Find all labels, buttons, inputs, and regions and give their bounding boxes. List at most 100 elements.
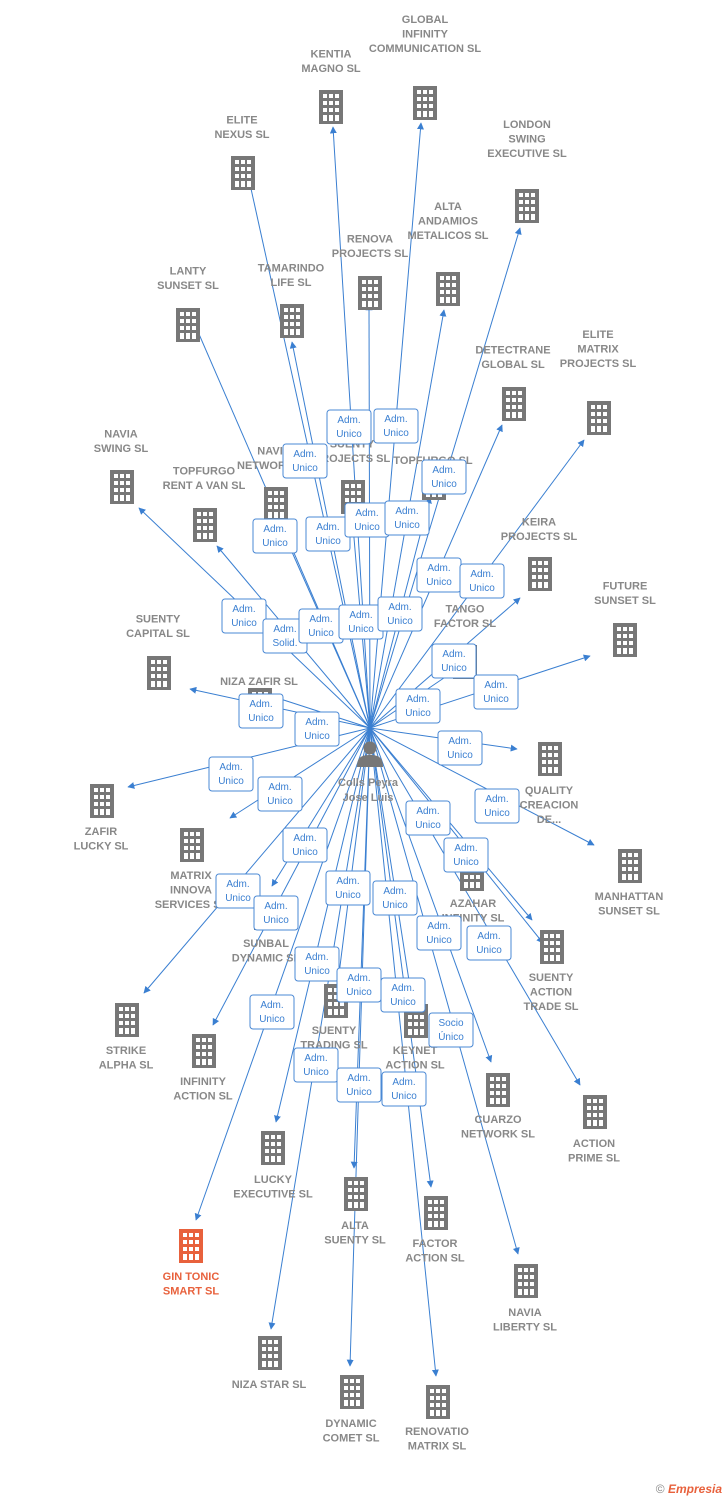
building-icon (110, 470, 134, 504)
badge-label: Unico (259, 1014, 285, 1025)
badge-label: Adm. (336, 876, 359, 887)
role-badge: Adm.Unico (252, 518, 298, 554)
company-node[interactable]: NIZA ZAFIR SL (220, 676, 298, 722)
role-badge: Adm.Unico (466, 925, 512, 961)
company-label: MATRIX (577, 344, 619, 356)
company-node[interactable]: NIZA STAR SL (232, 1336, 307, 1391)
role-badge: Adm.Unico (298, 608, 344, 644)
company-label: SWING SL (94, 443, 149, 455)
building-icon (261, 1131, 285, 1165)
role-badge: Adm.Unico (257, 776, 303, 812)
company-label: DETECTRANE (475, 345, 550, 357)
brand-logo[interactable]: Empresia (667, 1482, 722, 1496)
edge-line (369, 727, 415, 1001)
company-label: ELITE (582, 329, 613, 341)
role-badge: Adm. Unico (416, 915, 462, 951)
badge-label: Unico (390, 997, 416, 1008)
badge-label: Adm. (273, 624, 296, 635)
badge-label: Adm. (349, 610, 372, 621)
building-icon (502, 387, 526, 421)
badge-label: Adm. (427, 921, 450, 932)
company-label: KENTIA (311, 49, 352, 61)
badge-label: Adm. (485, 794, 508, 805)
building-icon (515, 189, 539, 223)
role-badge: Adm.Solid. (262, 618, 308, 654)
building-icon (514, 1264, 538, 1298)
badge-label: Adm. (316, 522, 339, 533)
building-icon (280, 304, 304, 338)
company-label: KEIRA (522, 517, 556, 529)
role-badge: Adm.Unico (405, 800, 451, 836)
badge-label: Adm. (347, 1073, 370, 1084)
badge-label: Unico (304, 966, 330, 977)
badge-label: Adm. (384, 414, 407, 425)
role-badge: Adm.Unico (326, 409, 372, 445)
role-badge: Adm.Unico (431, 643, 477, 679)
edge-line (229, 727, 371, 819)
company-label: DYNAMIC (325, 1418, 376, 1430)
edge-line (369, 727, 595, 846)
badge-label: Adm. (309, 614, 332, 625)
building-icon (90, 784, 114, 818)
badge-label: Unico (383, 428, 409, 439)
company-label: ACTION SL (405, 1253, 465, 1265)
building-icon (583, 1095, 607, 1129)
company-label: MATRIX (170, 870, 212, 882)
building-icon (528, 557, 552, 591)
role-badge: Adm.Unico (294, 946, 340, 982)
building-icon (176, 308, 200, 342)
company-label: SUENTY SL (324, 1235, 386, 1247)
badge-label: Unico (431, 479, 457, 490)
badge-label: Unico (483, 694, 509, 705)
company-label: FUTURE (603, 581, 648, 593)
company-label: LIFE SL (271, 277, 312, 289)
company-label: RENT A VAN SL (163, 480, 246, 492)
badge-label: Adm. (477, 931, 500, 942)
badge-label: Unico (426, 935, 452, 946)
building-icon (344, 1177, 368, 1211)
role-badge: Adm.Unico (344, 502, 390, 538)
building-icon (486, 1073, 510, 1107)
company-label: ACTION SL (173, 1091, 233, 1103)
company-node[interactable]: QUALITYCREACIONDE... (520, 742, 579, 826)
company-label: NEXUS SL (214, 129, 269, 141)
role-badge: Adm.Unico (215, 873, 261, 909)
role-badge: Adm.Unico (282, 443, 328, 479)
badge-label: Unico (405, 708, 431, 719)
